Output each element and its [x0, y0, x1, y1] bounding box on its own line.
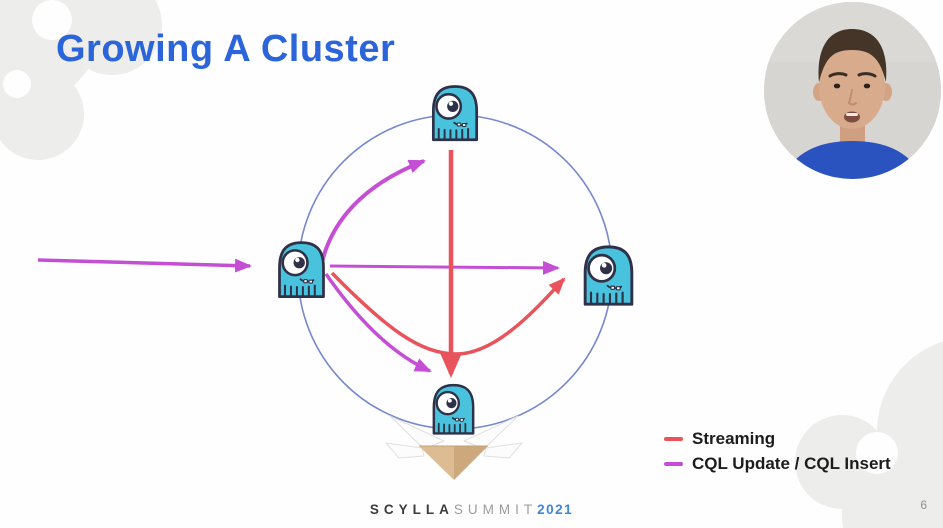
page-number: 6: [920, 498, 927, 512]
legend-item-streaming: Streaming: [664, 426, 891, 451]
footer-brand: SCYLLASUMMIT2021: [0, 502, 943, 517]
streaming-line-swatch: [664, 436, 683, 441]
node-left-icon: [278, 241, 325, 299]
legend-item-cql: CQL Update / CQL Insert: [664, 451, 891, 476]
footer-brand-primary: SCYLLA: [369, 502, 454, 517]
slide-title: Growing A Cluster: [56, 28, 396, 70]
node-right-icon: [583, 245, 634, 306]
cluster-ring: [297, 114, 613, 430]
node-top-icon: [431, 85, 479, 142]
node-new-icon: [432, 383, 475, 435]
brand-blob-hole: [32, 0, 72, 40]
arrow-cql-left-to-bottom: [324, 273, 432, 373]
arrow-cql-left-to-right: [329, 260, 560, 275]
presenter-portrait: [764, 2, 941, 179]
footer-year: 2021: [537, 502, 574, 517]
legend-label: CQL Update / CQL Insert: [692, 453, 891, 473]
footer-brand-secondary: SUMMIT: [453, 502, 538, 517]
arrow-legend: Streaming CQL Update / CQL Insert: [664, 426, 891, 476]
box-back-flaps: [385, 415, 523, 459]
legend-label: Streaming: [692, 428, 776, 448]
arrow-streaming-left-to-right: [330, 271, 566, 356]
arrow-cql-incoming: [37, 258, 252, 273]
cql-line-swatch: [664, 461, 683, 466]
box-icon: [419, 445, 488, 480]
presenter-webcam: [764, 2, 941, 179]
brand-blob-hole: [3, 70, 31, 98]
arrow-cql-left-to-top: [320, 159, 426, 263]
brand-blob-hole: [856, 432, 898, 474]
